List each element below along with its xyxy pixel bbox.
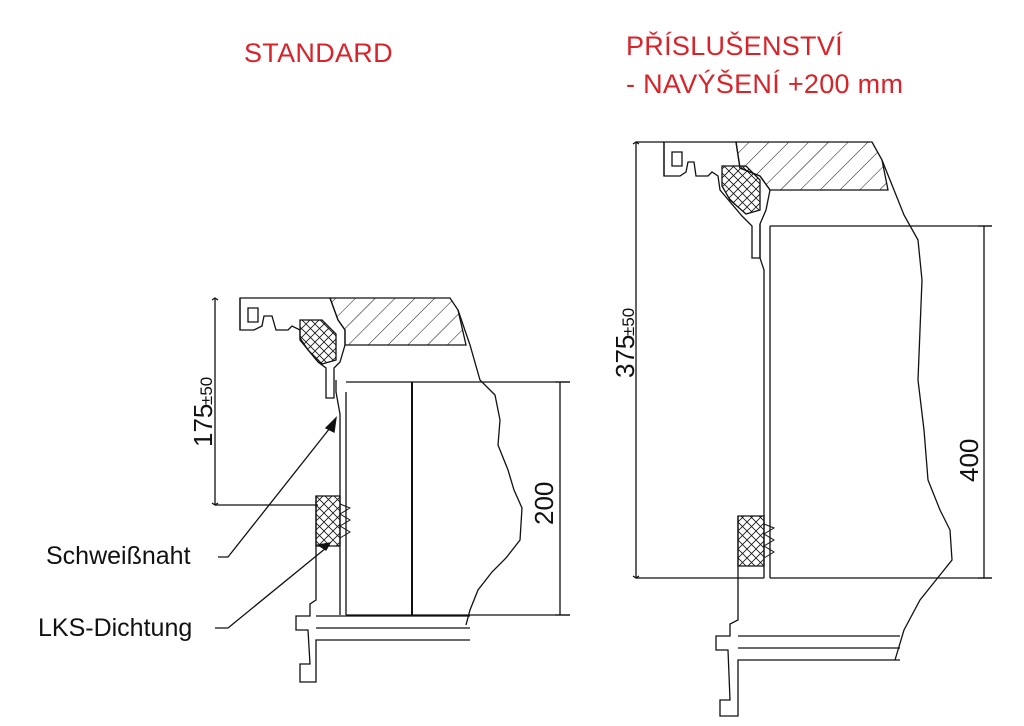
label-weld: Schweißnaht xyxy=(46,542,191,570)
title-standard: STANDARD xyxy=(244,38,393,68)
standard-frame-seal xyxy=(299,319,337,365)
dim-200-text: 200 xyxy=(529,482,559,525)
label-seal: LKS-Dichtung xyxy=(38,614,193,642)
dim-400-text: 400 xyxy=(954,439,984,482)
dim-375-value: 375 xyxy=(610,335,640,378)
extension-break-line xyxy=(881,159,953,661)
extension-drawing xyxy=(632,141,992,717)
dim-400-value: 400 xyxy=(954,439,984,482)
title-accessory-line2: - NAVÝŠENÍ +200 mm xyxy=(626,69,904,99)
extension-lower-seal xyxy=(737,515,765,567)
leader-weld xyxy=(218,427,331,558)
dim-375-tol: ±50 xyxy=(619,308,638,336)
dim-200-value: 200 xyxy=(529,482,559,525)
dim-175-value: 175 xyxy=(188,404,218,447)
dim-175-text: 175 ±50 xyxy=(188,377,218,447)
extension-frame-seal xyxy=(721,165,761,215)
standard-break-line xyxy=(457,309,523,626)
standard-lower-seal xyxy=(315,495,341,547)
dim-175-tol: ±50 xyxy=(197,377,216,405)
title-accessory-line1: PŘÍSLUŠENSTVÍ xyxy=(626,31,843,61)
leader-seal xyxy=(215,547,327,629)
standard-drawing xyxy=(211,297,570,683)
extension-frame-top xyxy=(663,141,771,259)
standard-lid xyxy=(329,297,467,346)
dim-375-text: 375 ±50 xyxy=(610,308,640,378)
